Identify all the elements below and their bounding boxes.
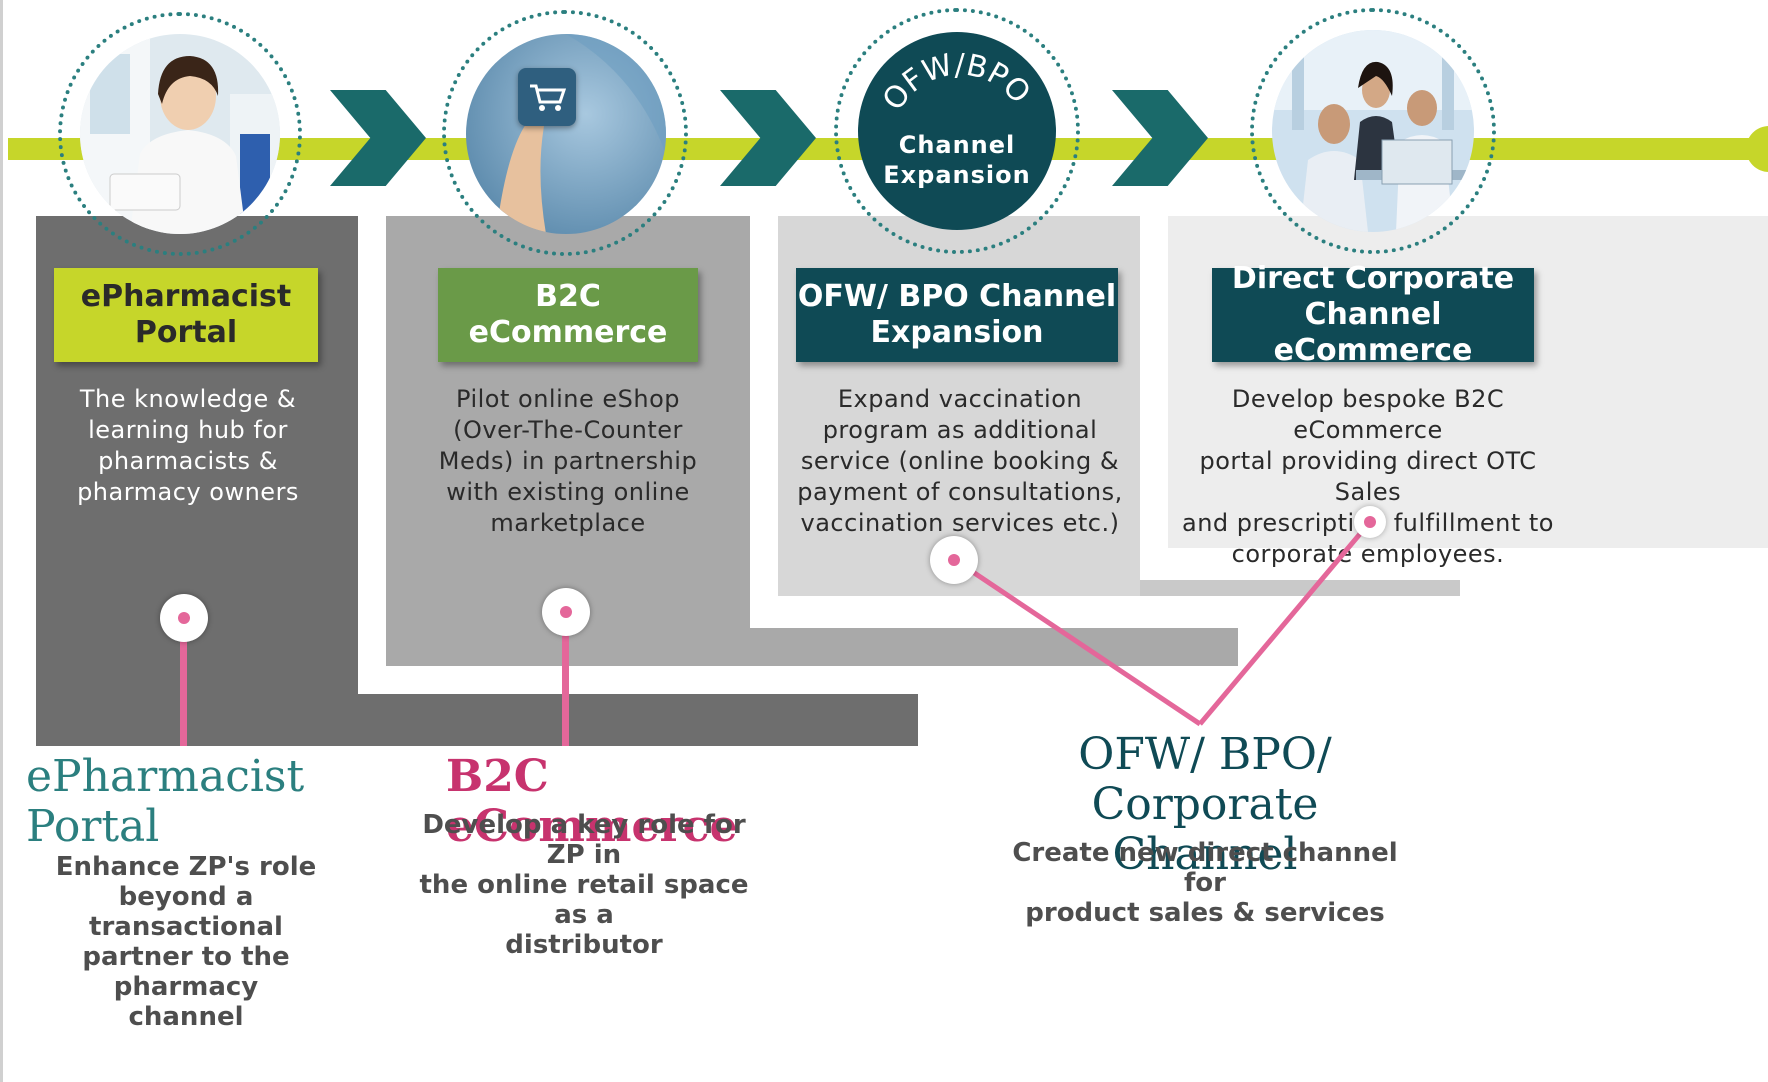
connector-pin-3-dot: [948, 554, 960, 566]
connector-line-1: [180, 618, 187, 746]
timeline-end-dot: [1746, 126, 1768, 172]
connector-pin-1-dot: [178, 612, 190, 624]
connector-pin-2-dot: [560, 606, 572, 618]
outcome-heading-ofw-corporate: OFW/ BPO/ Corporate Channel: [1078, 729, 1332, 880]
outcome-heading-epharmacist: ePharmacist Portal: [26, 751, 305, 852]
ofw-bpo-badge: [858, 32, 1056, 230]
outcome-heading-b2c: B2C eCommerce: [446, 751, 738, 852]
outcome-text-ofw-corporate: Create new direct channel for product sa…: [1012, 838, 1398, 928]
shopping-cart-icon: [518, 68, 576, 126]
ofw-bpo-badge-arc-text: OFW/BPO: [858, 32, 1056, 230]
connector-line-2: [562, 612, 569, 746]
stage-3-description: Expand vaccination program as additional…: [797, 385, 1123, 537]
stage-4-ring: [1250, 8, 1496, 254]
stage-3-ring: [834, 8, 1080, 254]
stage-2-label: B2C eCommerce: [438, 268, 698, 362]
stage-2-description: Pilot online eShop (Over-The-Counter Med…: [438, 385, 698, 537]
stage-1-ring: [58, 12, 302, 256]
stage-2-ring: [442, 10, 688, 256]
left-edge-line: [0, 0, 3, 1082]
connector-pin-4-dot: [1364, 516, 1376, 528]
outcome-text-epharmacist: Enhance ZP's role beyond a transactional…: [55, 852, 317, 1032]
panel-ofw-shadow-bar: [1140, 580, 1460, 596]
stage-3-label: OFW/ BPO Channel Expansion: [796, 268, 1118, 362]
ofw-bpo-badge-text: Channel Expansion: [883, 131, 1031, 189]
stage-1-description: The knowledge & learning hub for pharmac…: [77, 385, 299, 506]
outcome-text-b2c: Develop a key role for ZP in the online …: [419, 810, 749, 960]
stage-1-label: ePharmacist Portal: [54, 268, 318, 362]
